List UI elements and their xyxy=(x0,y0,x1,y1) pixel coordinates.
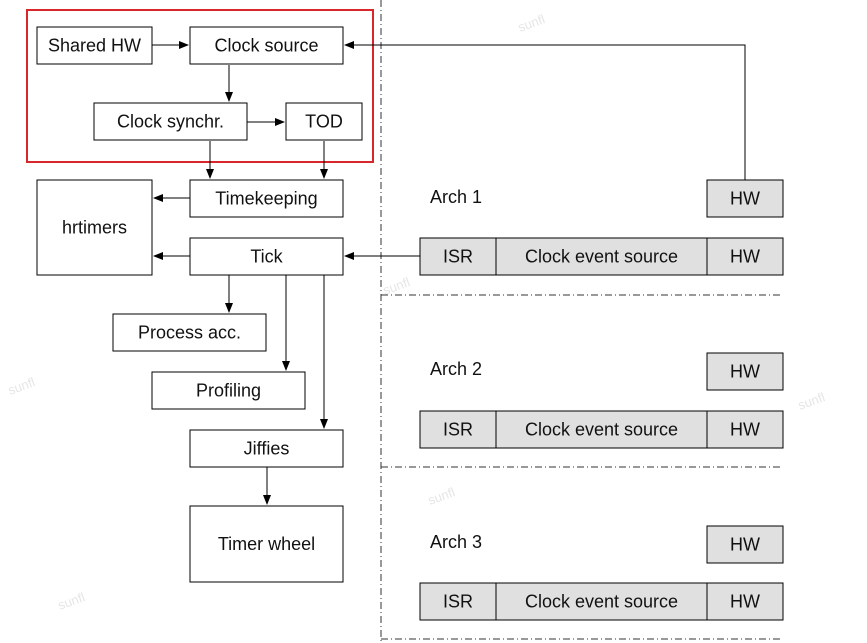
profiling-box xyxy=(151,371,306,410)
jiffies-box xyxy=(189,429,344,468)
watermark-text: sunfl xyxy=(426,484,457,508)
hw-label: HW xyxy=(730,247,760,267)
shared-hw-label: Shared HW xyxy=(48,36,141,56)
arch-hw-label: HW xyxy=(730,189,760,209)
watermark-text: sunfl xyxy=(6,374,37,398)
shared-hw-box xyxy=(36,26,153,65)
profiling-label: Profiling xyxy=(196,381,261,401)
timer-wheel-label: Timer wheel xyxy=(218,534,315,554)
arch-1-group: Arch 1 HW ISR Clock event source HW xyxy=(419,179,784,276)
clock-event-source-label: Clock event source xyxy=(525,247,678,267)
tod-label: TOD xyxy=(305,112,343,132)
timekeeping-box xyxy=(189,179,344,218)
arch-hw-label: HW xyxy=(730,535,760,555)
hw-label: HW xyxy=(730,592,760,612)
connectors xyxy=(152,41,746,505)
watermark-text: sunfl xyxy=(516,11,547,35)
clock-synchr-box xyxy=(93,102,248,141)
isr-label: ISR xyxy=(443,592,473,612)
tick-box xyxy=(189,237,344,276)
timer-wheel-box xyxy=(189,505,344,583)
isr-event-hw-bar xyxy=(419,582,784,621)
hrtimers-box xyxy=(36,179,153,276)
arch-2-group: Arch 2 HW ISR Clock event source HW xyxy=(419,352,784,449)
clock-source-box xyxy=(189,26,344,65)
tick-label: Tick xyxy=(250,247,283,267)
hw-label: HW xyxy=(730,420,760,440)
watermark-text: sunfl xyxy=(381,274,412,298)
isr-event-hw-bar xyxy=(419,237,784,276)
arch-label: Arch 3 xyxy=(430,532,482,552)
process-acc-label: Process acc. xyxy=(138,323,241,343)
jiffies-label: Jiffies xyxy=(244,439,290,459)
arch-label: Arch 2 xyxy=(430,359,482,379)
clock-source-label: Clock source xyxy=(214,36,318,56)
tod-box xyxy=(285,102,363,141)
clock-synchr-label: Clock synchr. xyxy=(117,112,224,132)
isr-event-hw-bar xyxy=(419,410,784,449)
arrow-arch1-hw-to-clocksource xyxy=(344,41,746,180)
watermarks: sunfl sunfl sunfl sunfl sunfl sunfl xyxy=(6,11,827,613)
clock-event-source-label: Clock event source xyxy=(525,592,678,612)
arch-label: Arch 1 xyxy=(430,187,482,207)
process-acc-box xyxy=(112,313,267,352)
timekeeping-label: Timekeeping xyxy=(215,189,317,209)
arch-3-group: Arch 3 HW ISR Clock event source HW xyxy=(419,525,784,621)
arch-hw-box xyxy=(706,525,784,564)
watermark-text: sunfl xyxy=(56,589,87,613)
watermark-text: sunfl xyxy=(796,389,827,413)
clock-event-source-label: Clock event source xyxy=(525,420,678,440)
isr-label: ISR xyxy=(443,247,473,267)
isr-label: ISR xyxy=(443,420,473,440)
hrtimers-label: hrtimers xyxy=(62,218,127,238)
separators xyxy=(380,0,783,643)
arch-hw-box xyxy=(706,352,784,391)
arch-hw-label: HW xyxy=(730,362,760,382)
arch-hw-box xyxy=(706,179,784,218)
highlight-frame xyxy=(26,9,374,163)
